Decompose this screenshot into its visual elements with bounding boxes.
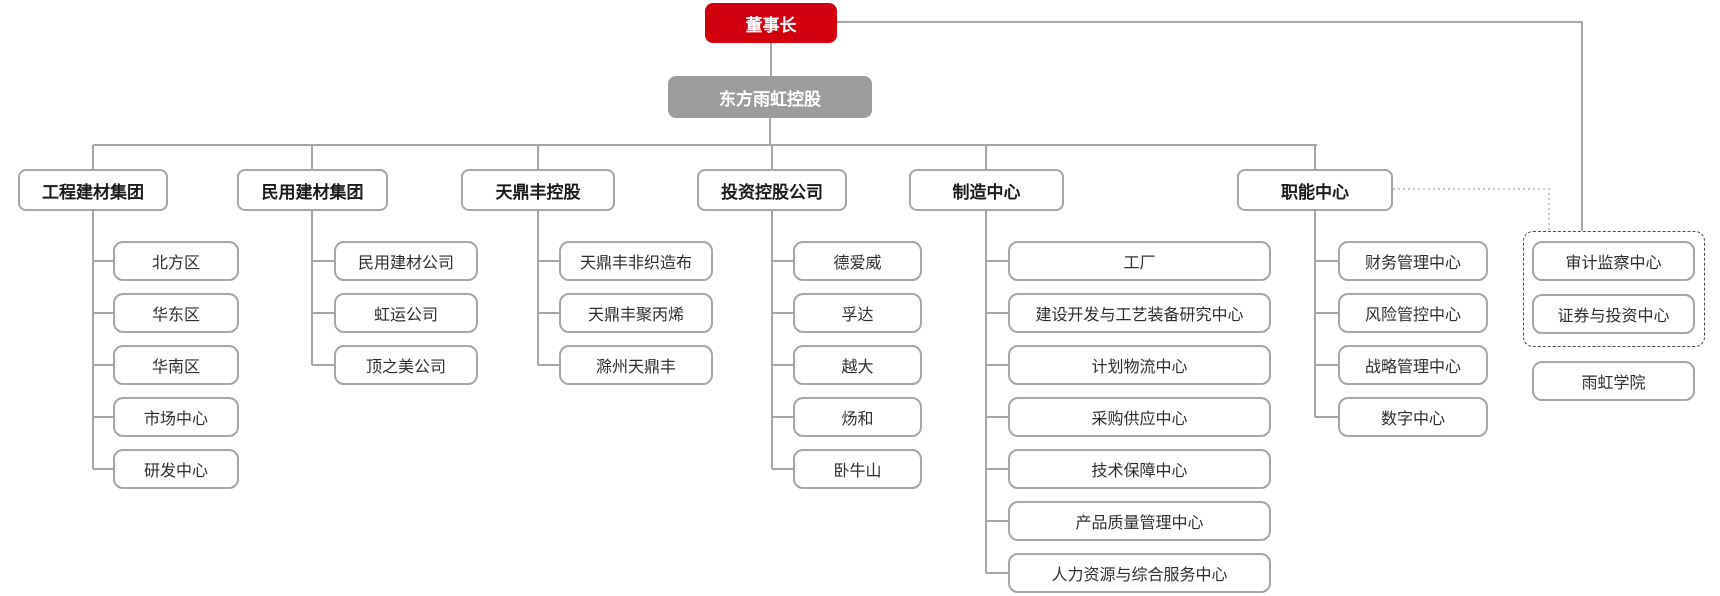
node-branch-manufacturing-center: 制造中心 xyxy=(909,169,1064,211)
node-child: 天鼎丰非织造布 xyxy=(559,241,713,281)
node-child: 风险管控中心 xyxy=(1338,293,1488,333)
node-child: 财务管理中心 xyxy=(1338,241,1488,281)
node-child: 建设开发与工艺装备研究中心 xyxy=(1008,293,1271,333)
node-child: 计划物流中心 xyxy=(1008,345,1271,385)
node-child: 德爱威 xyxy=(793,241,922,281)
node-child: 虹运公司 xyxy=(334,293,478,333)
node-securities-investment-center: 证券与投资中心 xyxy=(1532,294,1695,334)
node-child: 顶之美公司 xyxy=(334,345,478,385)
node-branch-tiandingfeng-holdings: 天鼎丰控股 xyxy=(461,169,615,211)
node-child: 工厂 xyxy=(1008,241,1271,281)
node-yuhong-academy: 雨虹学院 xyxy=(1532,361,1695,401)
node-branch-civil-materials-group: 民用建材集团 xyxy=(237,169,388,211)
connector-col-tiandingfeng xyxy=(537,211,559,366)
node-child: 技术保障中心 xyxy=(1008,449,1271,489)
node-branch-engineering-materials-group: 工程建材集团 xyxy=(18,169,168,211)
node-child: 炀和 xyxy=(793,397,922,437)
node-child: 华南区 xyxy=(113,345,239,385)
node-child: 孚达 xyxy=(793,293,922,333)
connector-col-investment xyxy=(771,211,793,470)
node-holding-company: 东方雨虹控股 xyxy=(668,76,872,118)
node-audit-supervision-center: 审计监察中心 xyxy=(1532,241,1695,281)
node-branch-investment-holding-company: 投资控股公司 xyxy=(697,169,847,211)
node-child: 卧牛山 xyxy=(793,449,922,489)
board-direct-group-frame xyxy=(1523,231,1705,347)
node-child: 战略管理中心 xyxy=(1338,345,1488,385)
node-child: 华东区 xyxy=(113,293,239,333)
node-child: 北方区 xyxy=(113,241,239,281)
node-chairman: 董事长 xyxy=(705,3,837,43)
node-child: 市场中心 xyxy=(113,397,239,437)
connector-bus-drops xyxy=(92,145,1316,169)
connector-col-manufacturing xyxy=(985,211,1008,574)
connector-col-functional xyxy=(1314,211,1338,418)
node-child: 天鼎丰聚丙烯 xyxy=(559,293,713,333)
node-child: 采购供应中心 xyxy=(1008,397,1271,437)
node-child: 人力资源与综合服务中心 xyxy=(1008,553,1271,593)
node-branch-functional-center: 职能中心 xyxy=(1237,169,1393,211)
node-child: 越大 xyxy=(793,345,922,385)
node-child: 滁州天鼎丰 xyxy=(559,345,713,385)
node-child: 数字中心 xyxy=(1338,397,1488,437)
connector-col-civil xyxy=(311,211,334,366)
node-child: 产品质量管理中心 xyxy=(1008,501,1271,541)
connector-dotted-functional-direct-group xyxy=(1393,188,1550,231)
node-child: 研发中心 xyxy=(113,449,239,489)
connector-col-engineering xyxy=(92,211,113,470)
node-child: 民用建材公司 xyxy=(334,241,478,281)
